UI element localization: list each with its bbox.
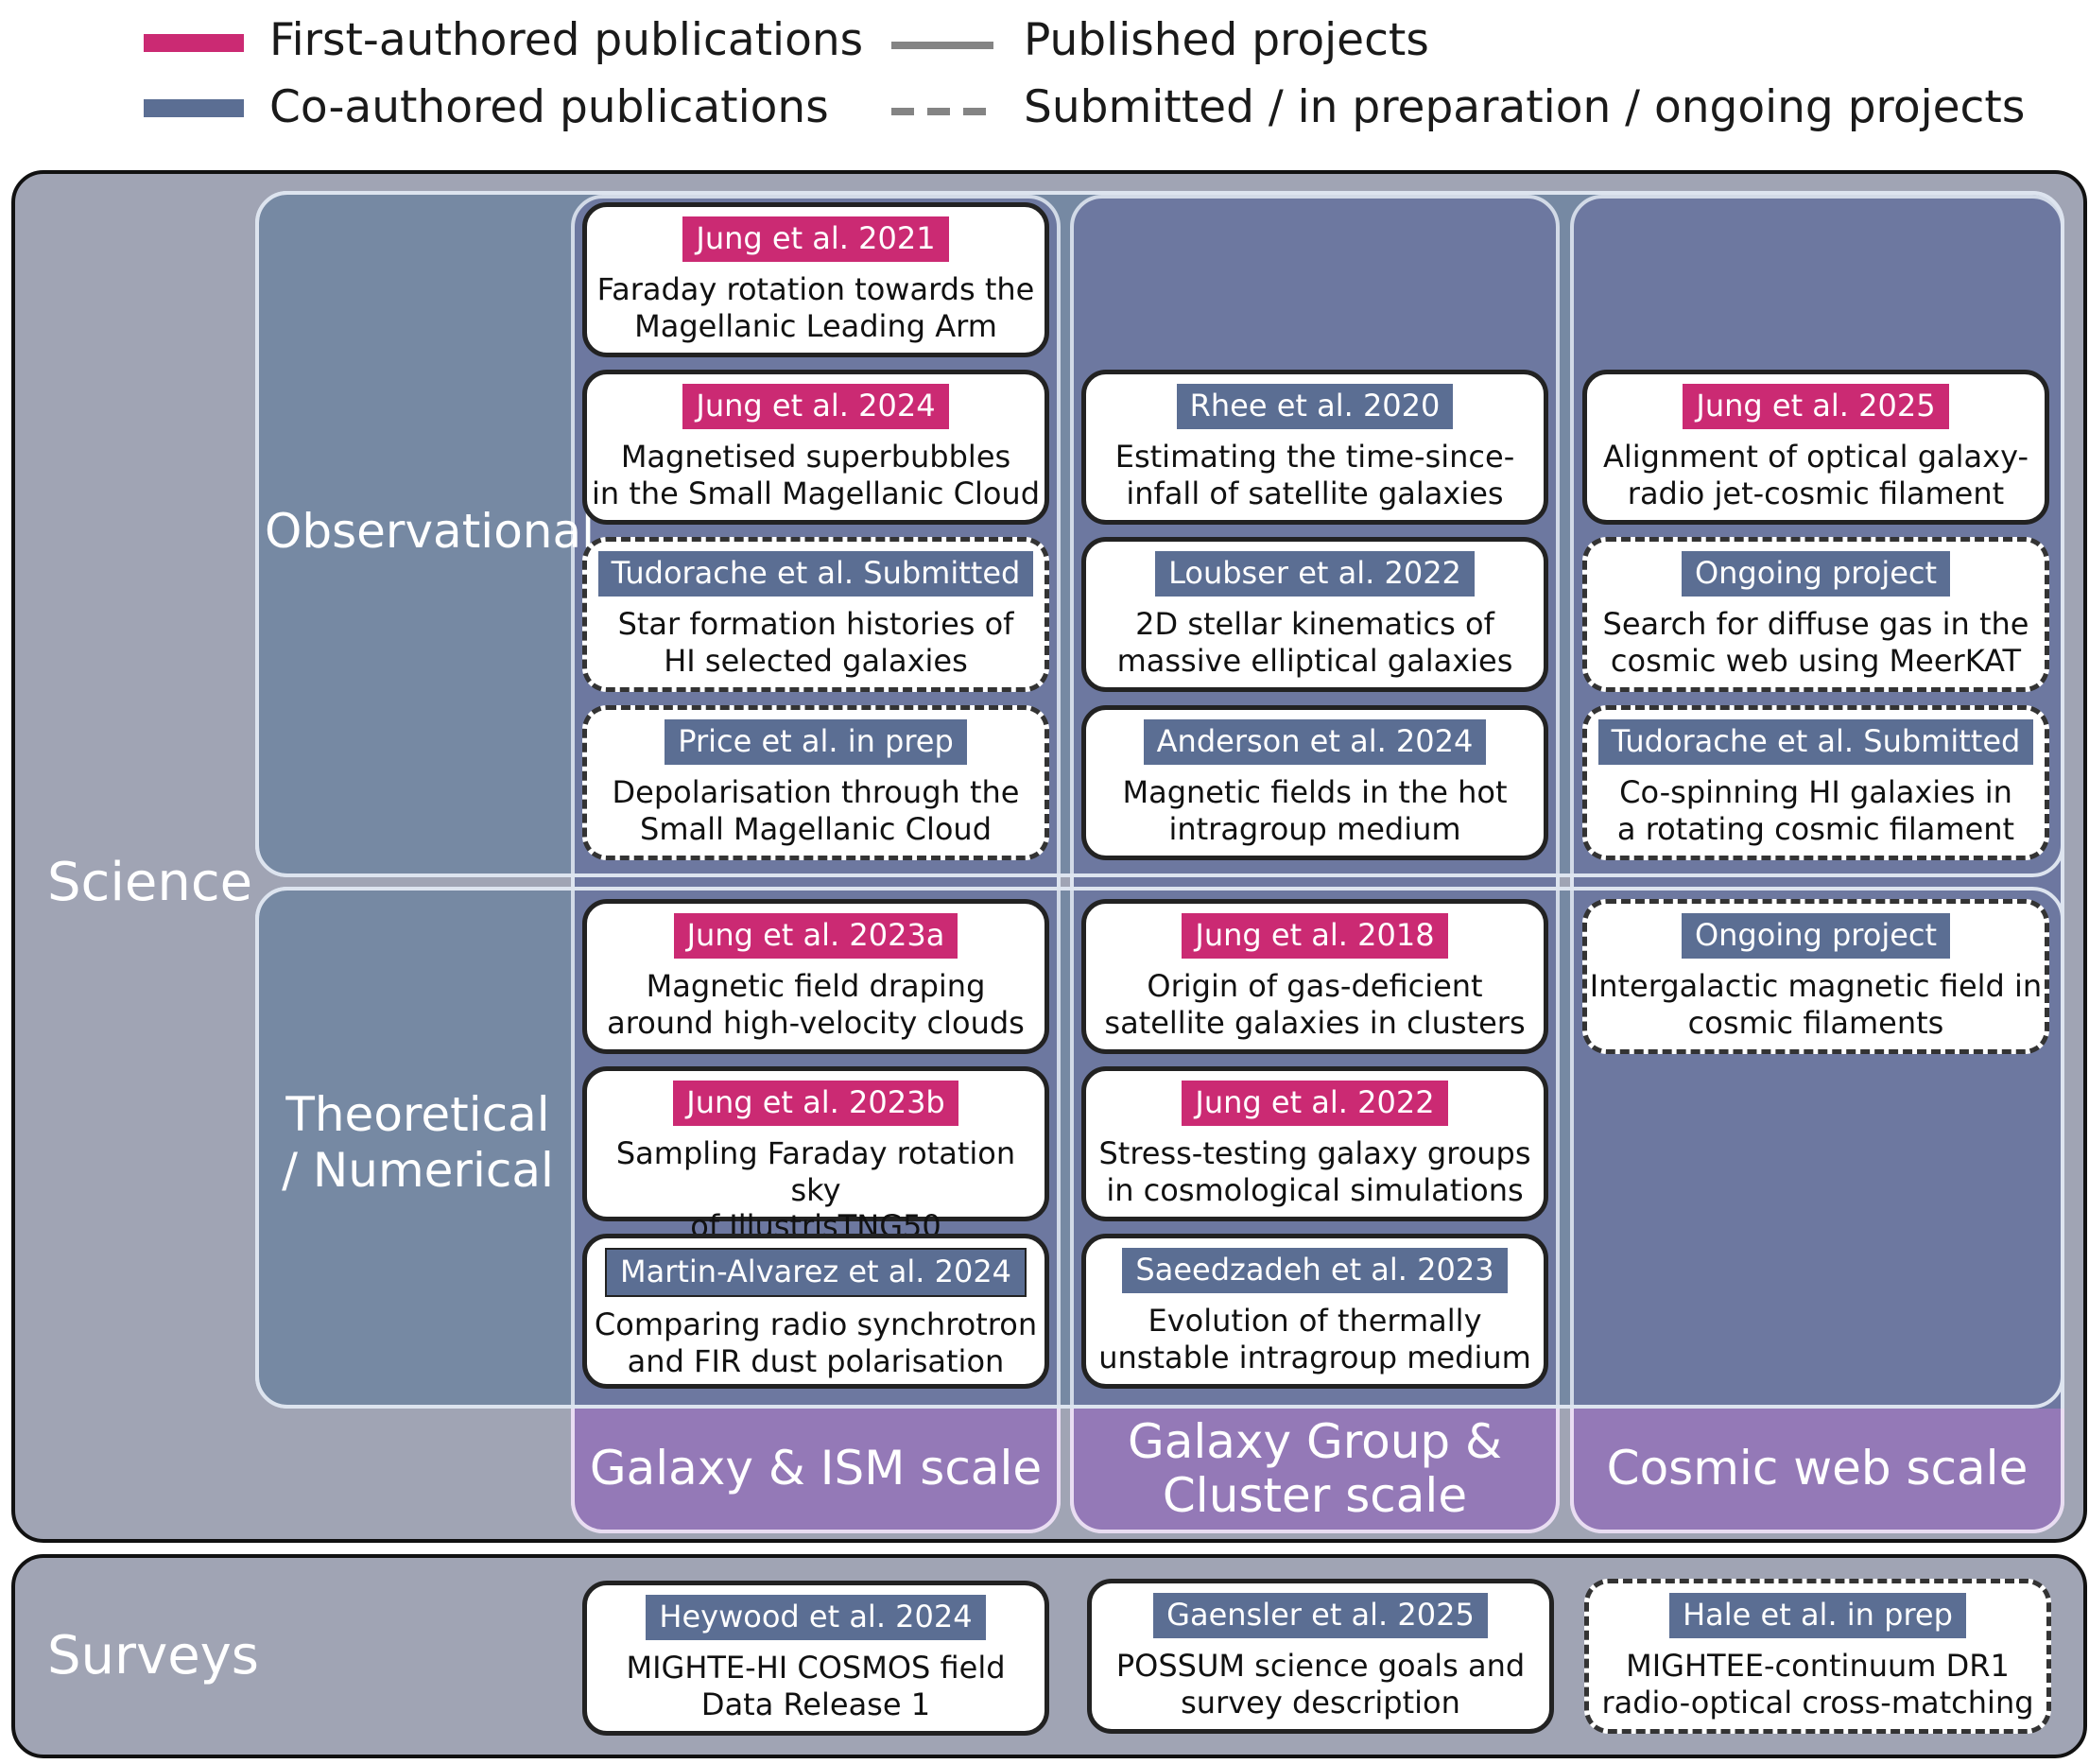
card-title: Alignment of optical galaxy- radio jet-c… [1602,438,2029,511]
publication-card[interactable]: Jung et al. 2023a Magnetic field draping… [582,899,1049,1054]
card-title: Search for diffuse gas in the cosmic web… [1602,605,2029,679]
co-author-tag: Price et al. in prep [665,719,967,765]
first-author-tag: Jung et al. 2024 [682,384,949,429]
card-title: Magnetic field draping around high-veloc… [607,967,1025,1041]
first-author-tag: Jung et al. 2022 [1182,1081,1448,1126]
solid-line-swatch [891,42,993,49]
card-title: Magnetic fields in the hot intragroup me… [1122,773,1508,847]
co-author-tag: Tudorache et al. Submitted [597,551,1034,597]
card-title: Comparing radio synchrotron and FIR dust… [594,1306,1038,1379]
publication-card[interactable]: Tudorache et al. Submitted Star formatio… [582,537,1049,692]
survey-card[interactable]: Heywood et al. 2024 MIGHTE-HI COSMOS fie… [582,1581,1049,1736]
legend-first-authored: First-authored publications [269,14,864,66]
survey-card[interactable]: Hale et al. in prep MIGHTEE-continuum DR… [1584,1579,2051,1734]
row-label-theoretical: Theoretical / Numerical [282,1087,554,1198]
row-label-observational: Observational [265,504,595,559]
publication-card[interactable]: Ongoing project Search for diffuse gas i… [1582,537,2049,692]
publication-card[interactable]: Jung et al. 2018 Origin of gas-deficient… [1081,899,1548,1054]
legend-submitted: Submitted / in preparation / ongoing pro… [1024,81,2026,133]
column-label-group-cluster: Galaxy Group & Cluster scale [1070,1409,1560,1533]
card-title: Sampling Faraday rotation sky of Illustr… [615,1134,1016,1245]
dashed-line-swatch [891,108,993,115]
co-author-tag: Saeedzadeh et al. 2023 [1122,1248,1508,1293]
co-author-tag: Ongoing project [1681,551,1951,597]
surveys-label: Surveys [47,1625,259,1686]
first-author-tag: Jung et al. 2025 [1683,384,1949,429]
co-author-tag: Martin-Alvarez et al. 2024 [604,1248,1027,1297]
publication-card[interactable]: Rhee et al. 2020 Estimating the time-sin… [1081,370,1548,525]
column-label-group-cluster-text: Galaxy Group & Cluster scale [1127,1413,1503,1523]
first-author-tag: Jung et al. 2018 [1182,913,1448,959]
publication-card[interactable]: Jung et al. 2023b Sampling Faraday rotat… [582,1066,1049,1244]
first-author-tag: Jung et al. 2021 [682,216,949,262]
column-label-cosmic-web: Cosmic web scale [1570,1409,2064,1533]
card-title: 2D stellar kinematics of massive ellipti… [1116,605,1513,679]
first-author-tag: Jung et al. 2023b [673,1081,958,1126]
publication-card[interactable]: Jung et al. 2022 Stress-testing galaxy g… [1081,1066,1548,1221]
publication-card[interactable]: Anderson et al. 2024 Magnetic fields in … [1081,705,1548,860]
column-label-galaxy-ism: Galaxy & ISM scale [571,1409,1061,1533]
publication-card[interactable]: Jung et al. 2021 Faraday rotation toward… [582,202,1049,357]
card-title: MIGHTE-HI COSMOS field Data Release 1 [626,1649,1006,1722]
first-authored-swatch [144,34,244,52]
co-author-tag: Tudorache et al. Submitted [1597,719,2034,765]
card-title: MIGHTEE-continuum DR1 radio-optical cros… [1601,1647,2034,1721]
card-title: Stress-testing galaxy groups in cosmolog… [1098,1134,1531,1208]
publication-card[interactable]: Saeedzadeh et al. 2023 Evolution of ther… [1081,1234,1548,1389]
co-authored-swatch [144,99,244,117]
first-author-tag: Jung et al. 2023a [673,913,958,959]
publication-card[interactable]: Ongoing project Intergalactic magnetic f… [1582,899,2049,1054]
publication-card[interactable]: Martin-Alvarez et al. 2024 Comparing rad… [582,1234,1049,1389]
card-title: Magnetised superbubbles in the Small Mag… [591,438,1041,511]
legend-published: Published projects [1024,14,1429,66]
co-author-tag: Rhee et al. 2020 [1176,384,1454,429]
column-label-galaxy-ism-text: Galaxy & ISM scale [589,1441,1043,1496]
publication-card[interactable]: Jung et al. 2024 Magnetised superbubbles… [582,370,1049,525]
card-title: Intergalactic magnetic field in cosmic f… [1589,967,2043,1041]
card-title: Co-spinning HI galaxies in a rotating co… [1616,773,2015,847]
co-author-tag: Anderson et al. 2024 [1143,719,1487,765]
card-title: POSSUM science goals and survey descript… [1115,1647,1526,1721]
card-title: Faraday rotation towards the Magellanic … [596,270,1035,344]
co-author-tag: Hale et al. in prep [1669,1593,1966,1638]
science-label: Science [47,852,253,913]
column-label-cosmic-web-text: Cosmic web scale [1606,1441,2029,1496]
card-title: Depolarisation through the Small Magella… [612,773,1020,847]
publication-card[interactable]: Jung et al. 2025 Alignment of optical ga… [1582,370,2049,525]
co-author-tag: Loubser et al. 2022 [1155,551,1475,597]
publication-card[interactable]: Price et al. in prep Depolarisation thro… [582,705,1049,860]
card-title: Estimating the time-since- infall of sat… [1114,438,1515,511]
publication-card[interactable]: Loubser et al. 2022 2D stellar kinematic… [1081,537,1548,692]
co-author-tag: Heywood et al. 2024 [646,1595,986,1640]
legend-co-authored: Co-authored publications [269,81,829,133]
co-author-tag: Ongoing project [1681,913,1951,959]
co-author-tag: Gaensler et al. 2025 [1153,1593,1488,1638]
survey-card[interactable]: Gaensler et al. 2025 POSSUM science goal… [1087,1579,1554,1734]
card-title: Star formation histories of HI selected … [617,605,1014,679]
card-title: Evolution of thermally unstable intragro… [1098,1302,1531,1375]
card-title: Origin of gas-deficient satellite galaxi… [1104,967,1526,1041]
publication-card[interactable]: Tudorache et al. Submitted Co-spinning H… [1582,705,2049,860]
